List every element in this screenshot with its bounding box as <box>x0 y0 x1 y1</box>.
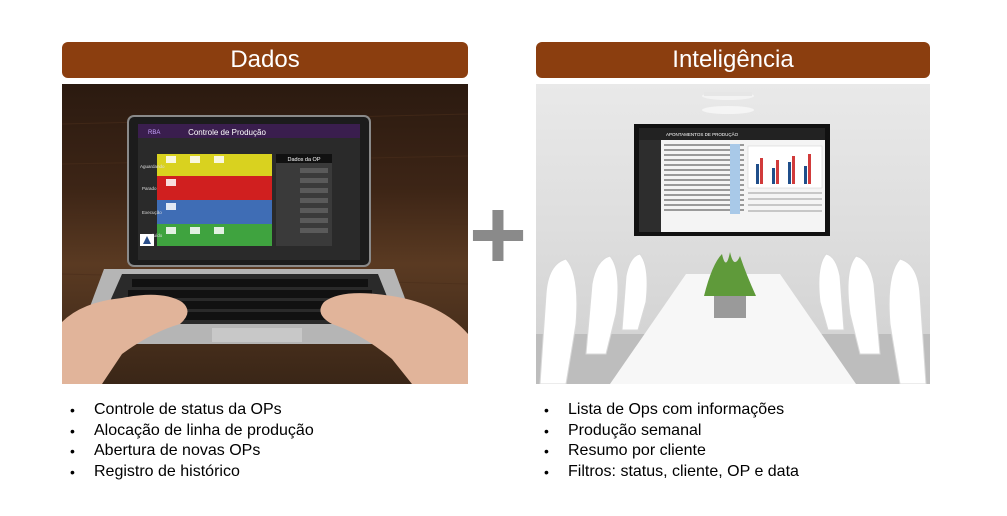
screen-logo: RBA <box>148 130 160 136</box>
dados-bullet-item: Registro de histórico <box>62 462 314 483</box>
screen-side-title: Dados da OP <box>287 157 320 163</box>
laptop-photo: RBA Controle de Produção Aguardando Para… <box>62 84 468 384</box>
dados-header: Dados <box>62 42 468 78</box>
dados-header-label: Dados <box>230 46 300 73</box>
inteligencia-bullet-item: Resumo por cliente <box>536 441 799 462</box>
inteligencia-header-label: Inteligência <box>672 46 794 73</box>
row-label-execucao: Execução <box>142 210 162 215</box>
inteligencia-bullet-list: Lista de Ops com informações Produção se… <box>536 400 799 482</box>
dados-bullet-item: Controle de status da OPs <box>62 400 314 421</box>
inteligencia-bullet-item: Produção semanal <box>536 421 799 442</box>
dados-bullet-list: Controle de status da OPs Alocação de li… <box>62 400 314 482</box>
row-label-parado: Parado <box>142 186 157 191</box>
meeting-room-illustration: APONTAMENTOS DE PRODUÇÃO <box>536 92 930 384</box>
laptop-illustration: RBA Controle de Produção Aguardando Para… <box>62 113 468 384</box>
meeting-room-photo: APONTAMENTOS DE PRODUÇÃO <box>536 84 930 384</box>
inteligencia-bullet-item: Filtros: status, cliente, OP e data <box>536 462 799 483</box>
inteligencia-bullet-item: Lista de Ops com informações <box>536 400 799 421</box>
dados-bullet-item: Abertura de novas OPs <box>62 441 314 462</box>
row-label-aguardando: Aguardando <box>140 164 165 169</box>
dados-bullet-item: Alocação de linha de produção <box>62 421 314 442</box>
monitor-screen-title: APONTAMENTOS DE PRODUÇÃO <box>666 131 739 137</box>
screen-title: Controle de Produção <box>188 128 266 137</box>
plus-symbol: + <box>468 179 528 291</box>
inteligencia-header: Inteligência <box>536 42 930 78</box>
